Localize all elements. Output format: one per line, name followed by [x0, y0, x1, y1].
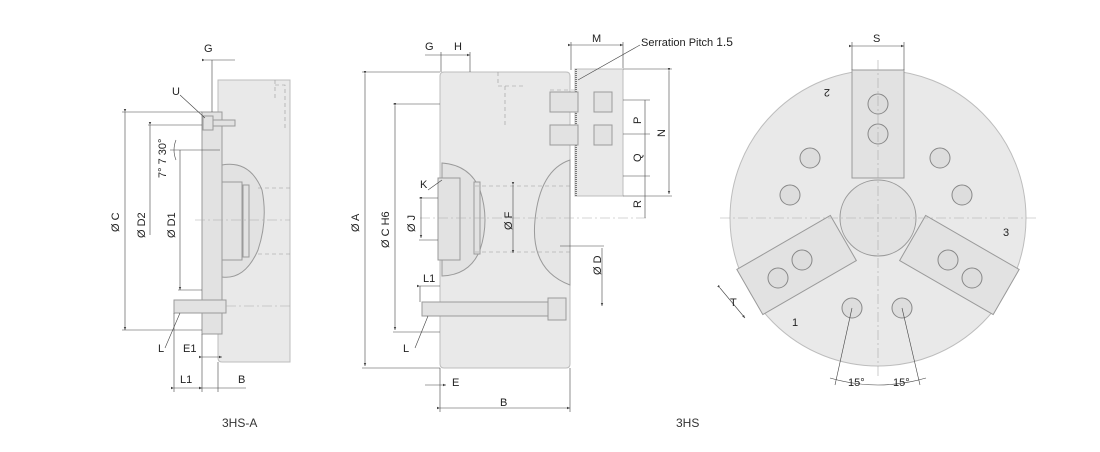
label-r: R	[632, 200, 644, 208]
jaw-number-2: 2	[824, 86, 830, 98]
caption-3hs: 3HS	[676, 416, 699, 430]
label-d1: Ø D1	[166, 212, 178, 238]
label-p: P	[632, 117, 644, 124]
label-l1: L1	[423, 273, 435, 285]
label-k: K	[420, 179, 428, 191]
label-m: M	[592, 33, 601, 45]
label-l: L	[158, 343, 164, 355]
jaw-number-3: 3	[1003, 227, 1009, 239]
label-angle-left: 15°	[848, 377, 865, 389]
label-u: U	[172, 86, 180, 98]
label-c-h6: Ø C H6	[380, 211, 392, 248]
label-angle-right: 15°	[893, 377, 910, 389]
label-angle: 7° 7 30°	[157, 139, 169, 178]
label-n: N	[656, 129, 668, 137]
screw-u	[202, 115, 214, 131]
label-f: Ø F	[503, 211, 515, 230]
label-serration-pitch: Serration Pitch 1.5	[641, 35, 733, 49]
label-g: G	[425, 41, 434, 53]
jaw-number-1: 1	[792, 317, 798, 329]
bolt	[173, 299, 227, 314]
view-3hs: G H M Serration Pitch 1.5 Ø A Ø C H6 K Ø…	[350, 33, 733, 430]
label-d2: Ø D2	[136, 212, 148, 238]
view-3hs-a: G U 7° 7 30° Ø C Ø D2 Ø D1 L E1 L1 B 3HS…	[110, 43, 291, 430]
label-g: G	[204, 43, 213, 55]
label-a: Ø A	[350, 213, 362, 232]
label-q: Q	[632, 153, 644, 162]
view-front: S T 15° 15° 2 3 1	[717, 33, 1036, 389]
bolt	[421, 301, 551, 317]
label-s: S	[873, 33, 880, 45]
chuck-body	[439, 71, 571, 369]
label-c: Ø C	[110, 212, 122, 232]
label-l: L	[403, 343, 409, 355]
label-e1: E1	[183, 343, 196, 355]
label-b: B	[238, 374, 245, 386]
label-t: T	[730, 297, 737, 309]
label-e: E	[452, 377, 459, 389]
label-d: Ø D	[592, 255, 604, 275]
label-b: B	[500, 397, 507, 409]
jaw-3	[898, 214, 1020, 316]
caption-3hs-a: 3HS-A	[222, 416, 257, 430]
label-l1: L1	[180, 374, 192, 386]
label-h: H	[454, 41, 462, 53]
label-j: Ø J	[406, 215, 418, 232]
